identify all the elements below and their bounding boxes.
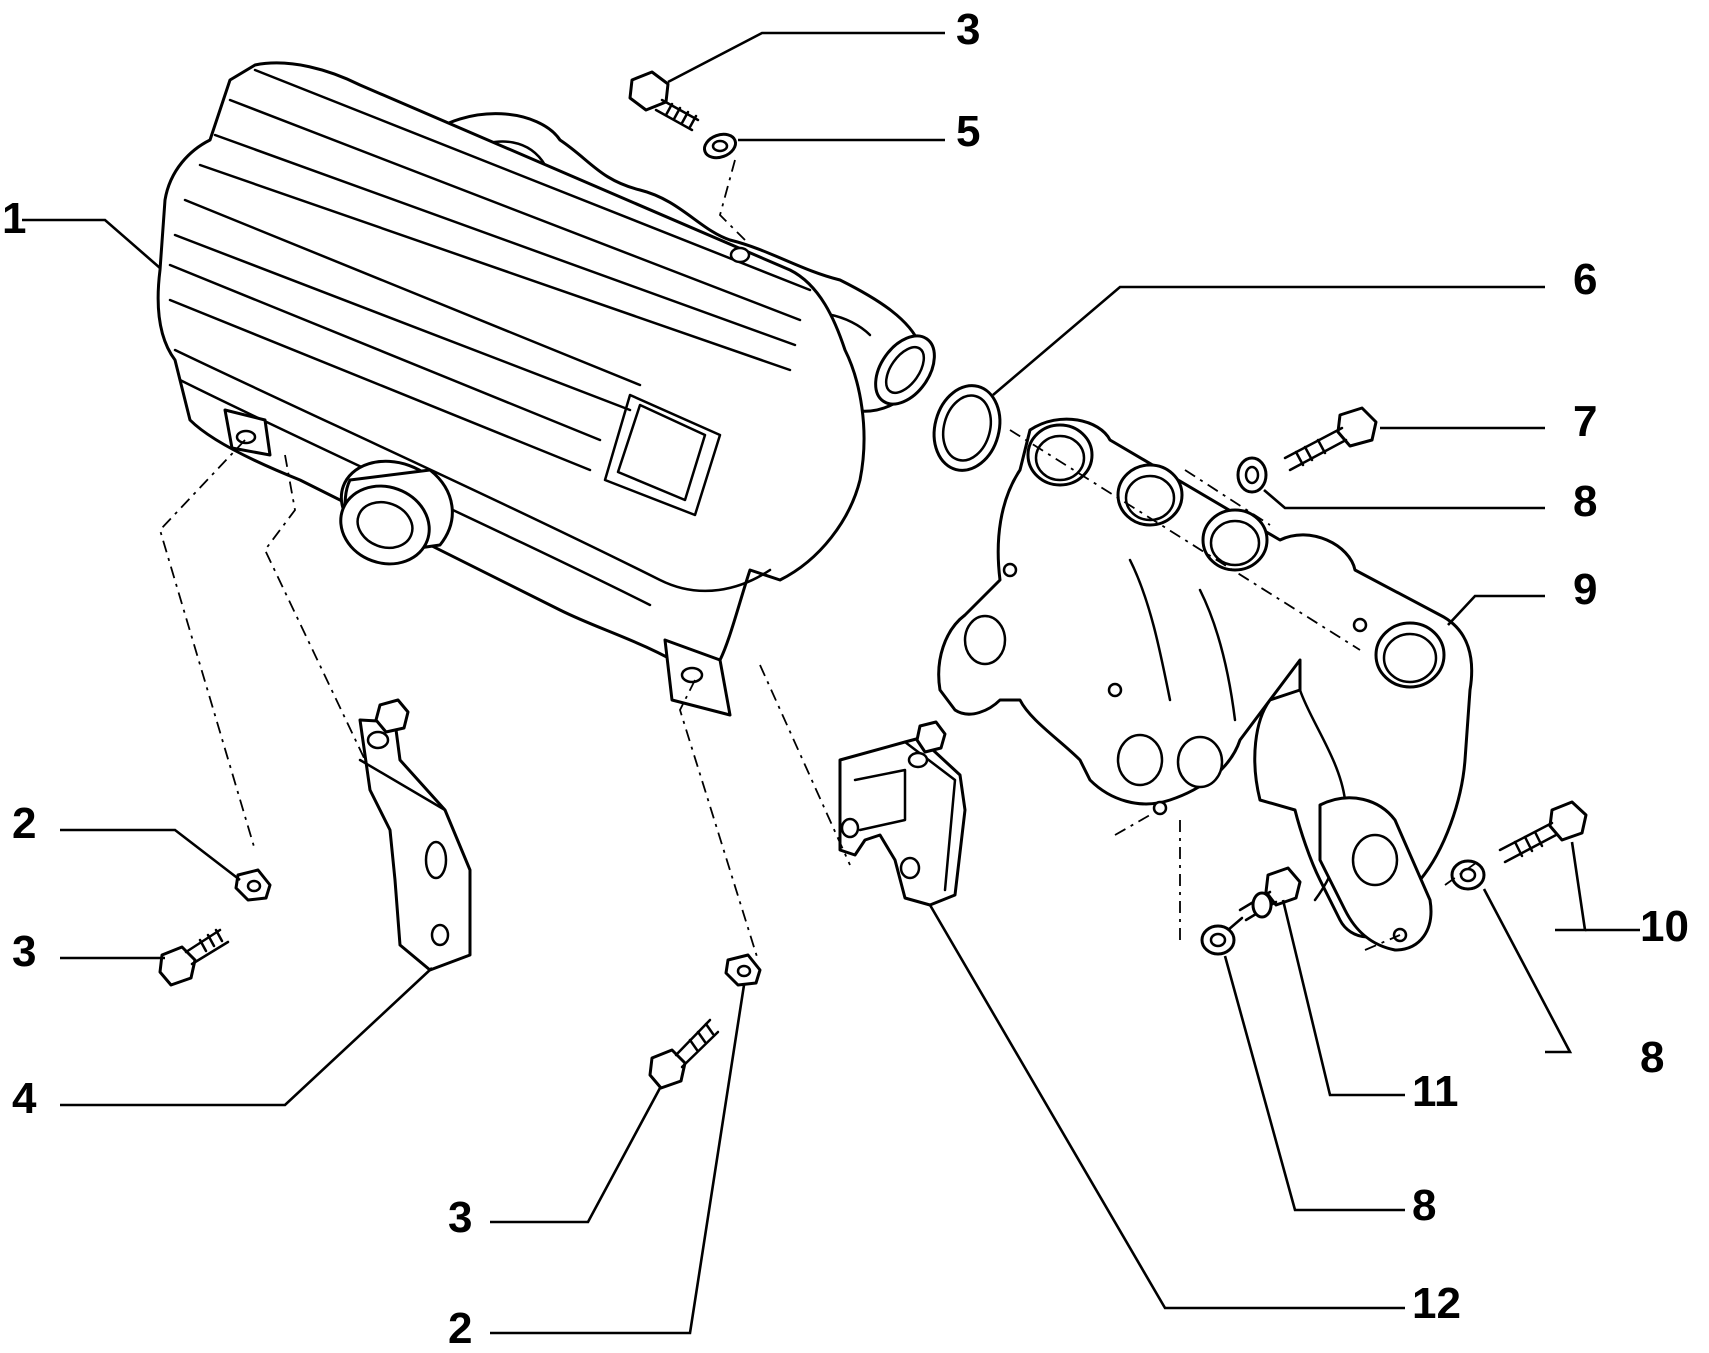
bracket-part-4 [358, 698, 472, 972]
stud-part-11 [1226, 866, 1302, 932]
callout-6: 6 [1573, 255, 1598, 304]
clip-part-2-left [234, 868, 272, 902]
bolt-part-7 [1283, 406, 1378, 472]
callout-3-bottom: 3 [448, 1193, 473, 1242]
callout-3-top: 3 [956, 5, 981, 54]
callout-2-bottom: 2 [448, 1304, 473, 1353]
bolt-part-3-left [158, 928, 230, 987]
bolt-part-10 [1498, 800, 1588, 864]
washer-part-8-bottom [1200, 924, 1236, 956]
callout-12: 12 [1412, 1279, 1461, 1328]
exhaust-manifold-part-9 [937, 417, 1474, 952]
bolt-part-3-bottom [648, 1018, 720, 1090]
callout-11: 11 [1412, 1067, 1459, 1116]
bolt-part-3-top [628, 70, 700, 132]
intake-manifold-part-1 [156, 61, 936, 717]
callout-2-left: 2 [12, 799, 37, 848]
callout-10: 10 [1640, 902, 1689, 951]
callout-1: 1 [2, 194, 27, 243]
callout-8-bottom: 8 [1412, 1181, 1437, 1230]
callout-7: 7 [1573, 397, 1598, 446]
clip-part-2-bottom [724, 953, 762, 987]
assembly-centerlines [158, 159, 1481, 961]
washer-part-8-right [1450, 859, 1486, 891]
gasket-ring-part-6 [932, 384, 1002, 472]
callout-5: 5 [956, 107, 981, 156]
bracket-part-12 [838, 720, 967, 907]
callout-leaders [22, 31, 1640, 1335]
callout-8-right: 8 [1640, 1033, 1665, 1082]
callout-3-left: 3 [12, 927, 37, 976]
callout-9: 9 [1573, 565, 1598, 614]
washer-part-8-upper [1236, 456, 1268, 494]
callout-4: 4 [12, 1074, 37, 1123]
washer-part-5 [703, 132, 737, 160]
callout-8-upper: 8 [1573, 477, 1598, 526]
